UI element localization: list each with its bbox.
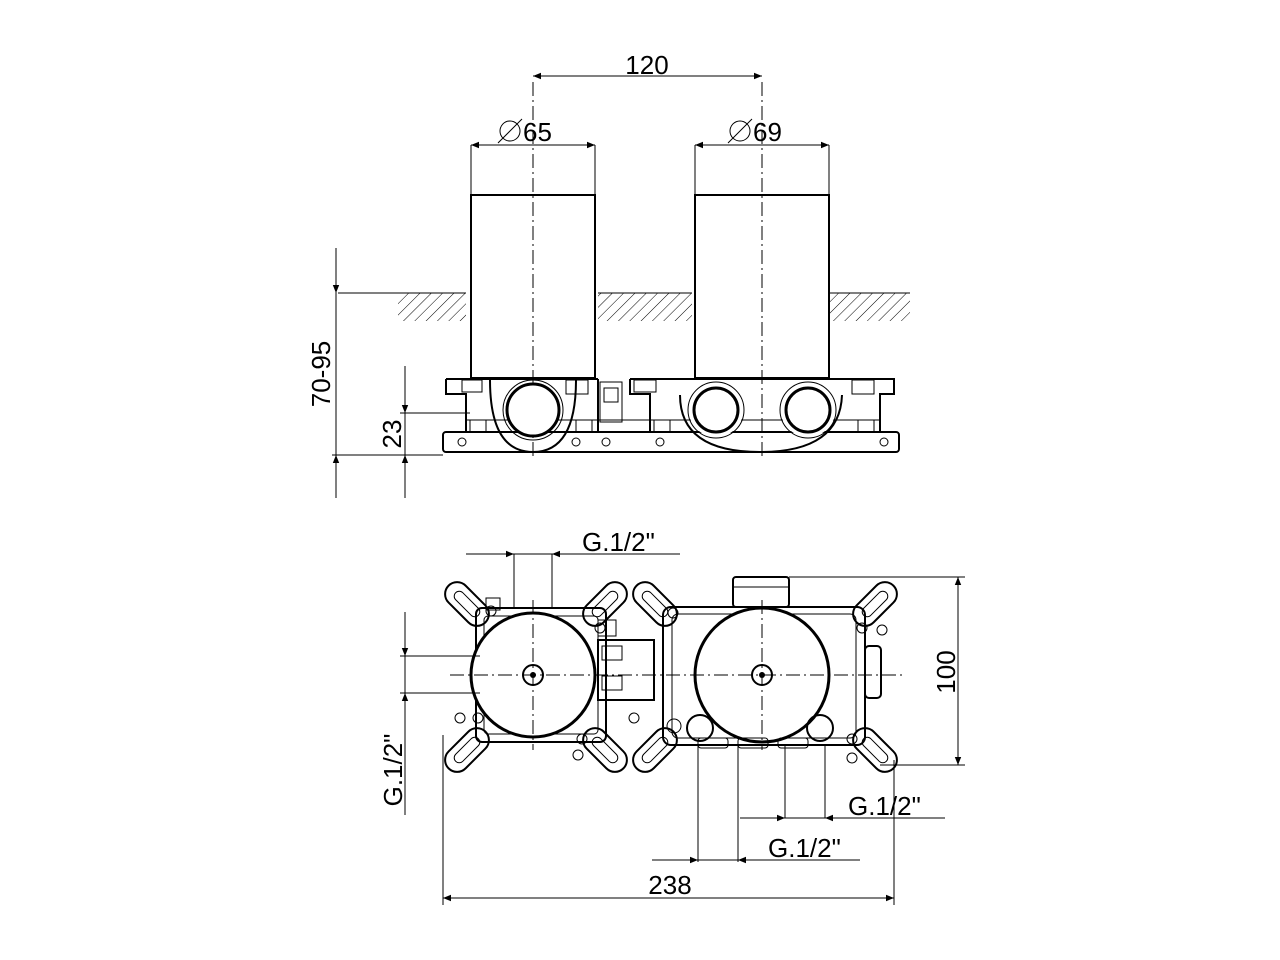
- diameter-icon: [727, 118, 753, 144]
- dimension-height: 100: [789, 576, 965, 766]
- wall-section: [338, 292, 910, 321]
- dim-diameter-left-text: 65: [523, 117, 552, 147]
- dimension-diameter-right: 69: [694, 117, 830, 195]
- dim-depth-text: 70-95: [306, 341, 336, 408]
- dim-outlet-right-text: G.1/2": [848, 791, 921, 821]
- diameter-icon: [497, 118, 523, 144]
- dimension-depth: 70-95: [306, 248, 443, 498]
- dim-height-text: 100: [931, 650, 961, 693]
- dimension-inlet-left: G.1/2": [378, 612, 480, 815]
- dimension-spacing: 120: [533, 50, 762, 80]
- dimension-width: 238: [442, 735, 895, 905]
- dim-spacing-text: 120: [625, 50, 668, 80]
- dimension-outlet-bottom: G.1/2": [652, 745, 860, 864]
- dimension-outlet-right: G.1/2": [740, 745, 945, 822]
- dim-inlet-left-text: G.1/2": [378, 734, 408, 807]
- dim-inlet-top-text: G.1/2": [582, 527, 655, 557]
- dim-width-text: 238: [648, 870, 691, 900]
- dim-diameter-right-text: 69: [753, 117, 782, 147]
- pipe-ports: [489, 379, 843, 454]
- dim-base-height-text: 23: [377, 420, 407, 449]
- dimension-inlet-top: G.1/2": [466, 527, 680, 608]
- right-valve-body: [628, 576, 888, 764]
- elevation-view: 120 65 69: [306, 50, 910, 498]
- dim-outlet-bottom-text: G.1/2": [768, 833, 841, 863]
- plan-view: G.1/2" G.1/2" G.1/2": [378, 527, 965, 905]
- dimension-base-height: 23: [377, 366, 470, 498]
- dimension-diameter-left: 65: [470, 117, 596, 195]
